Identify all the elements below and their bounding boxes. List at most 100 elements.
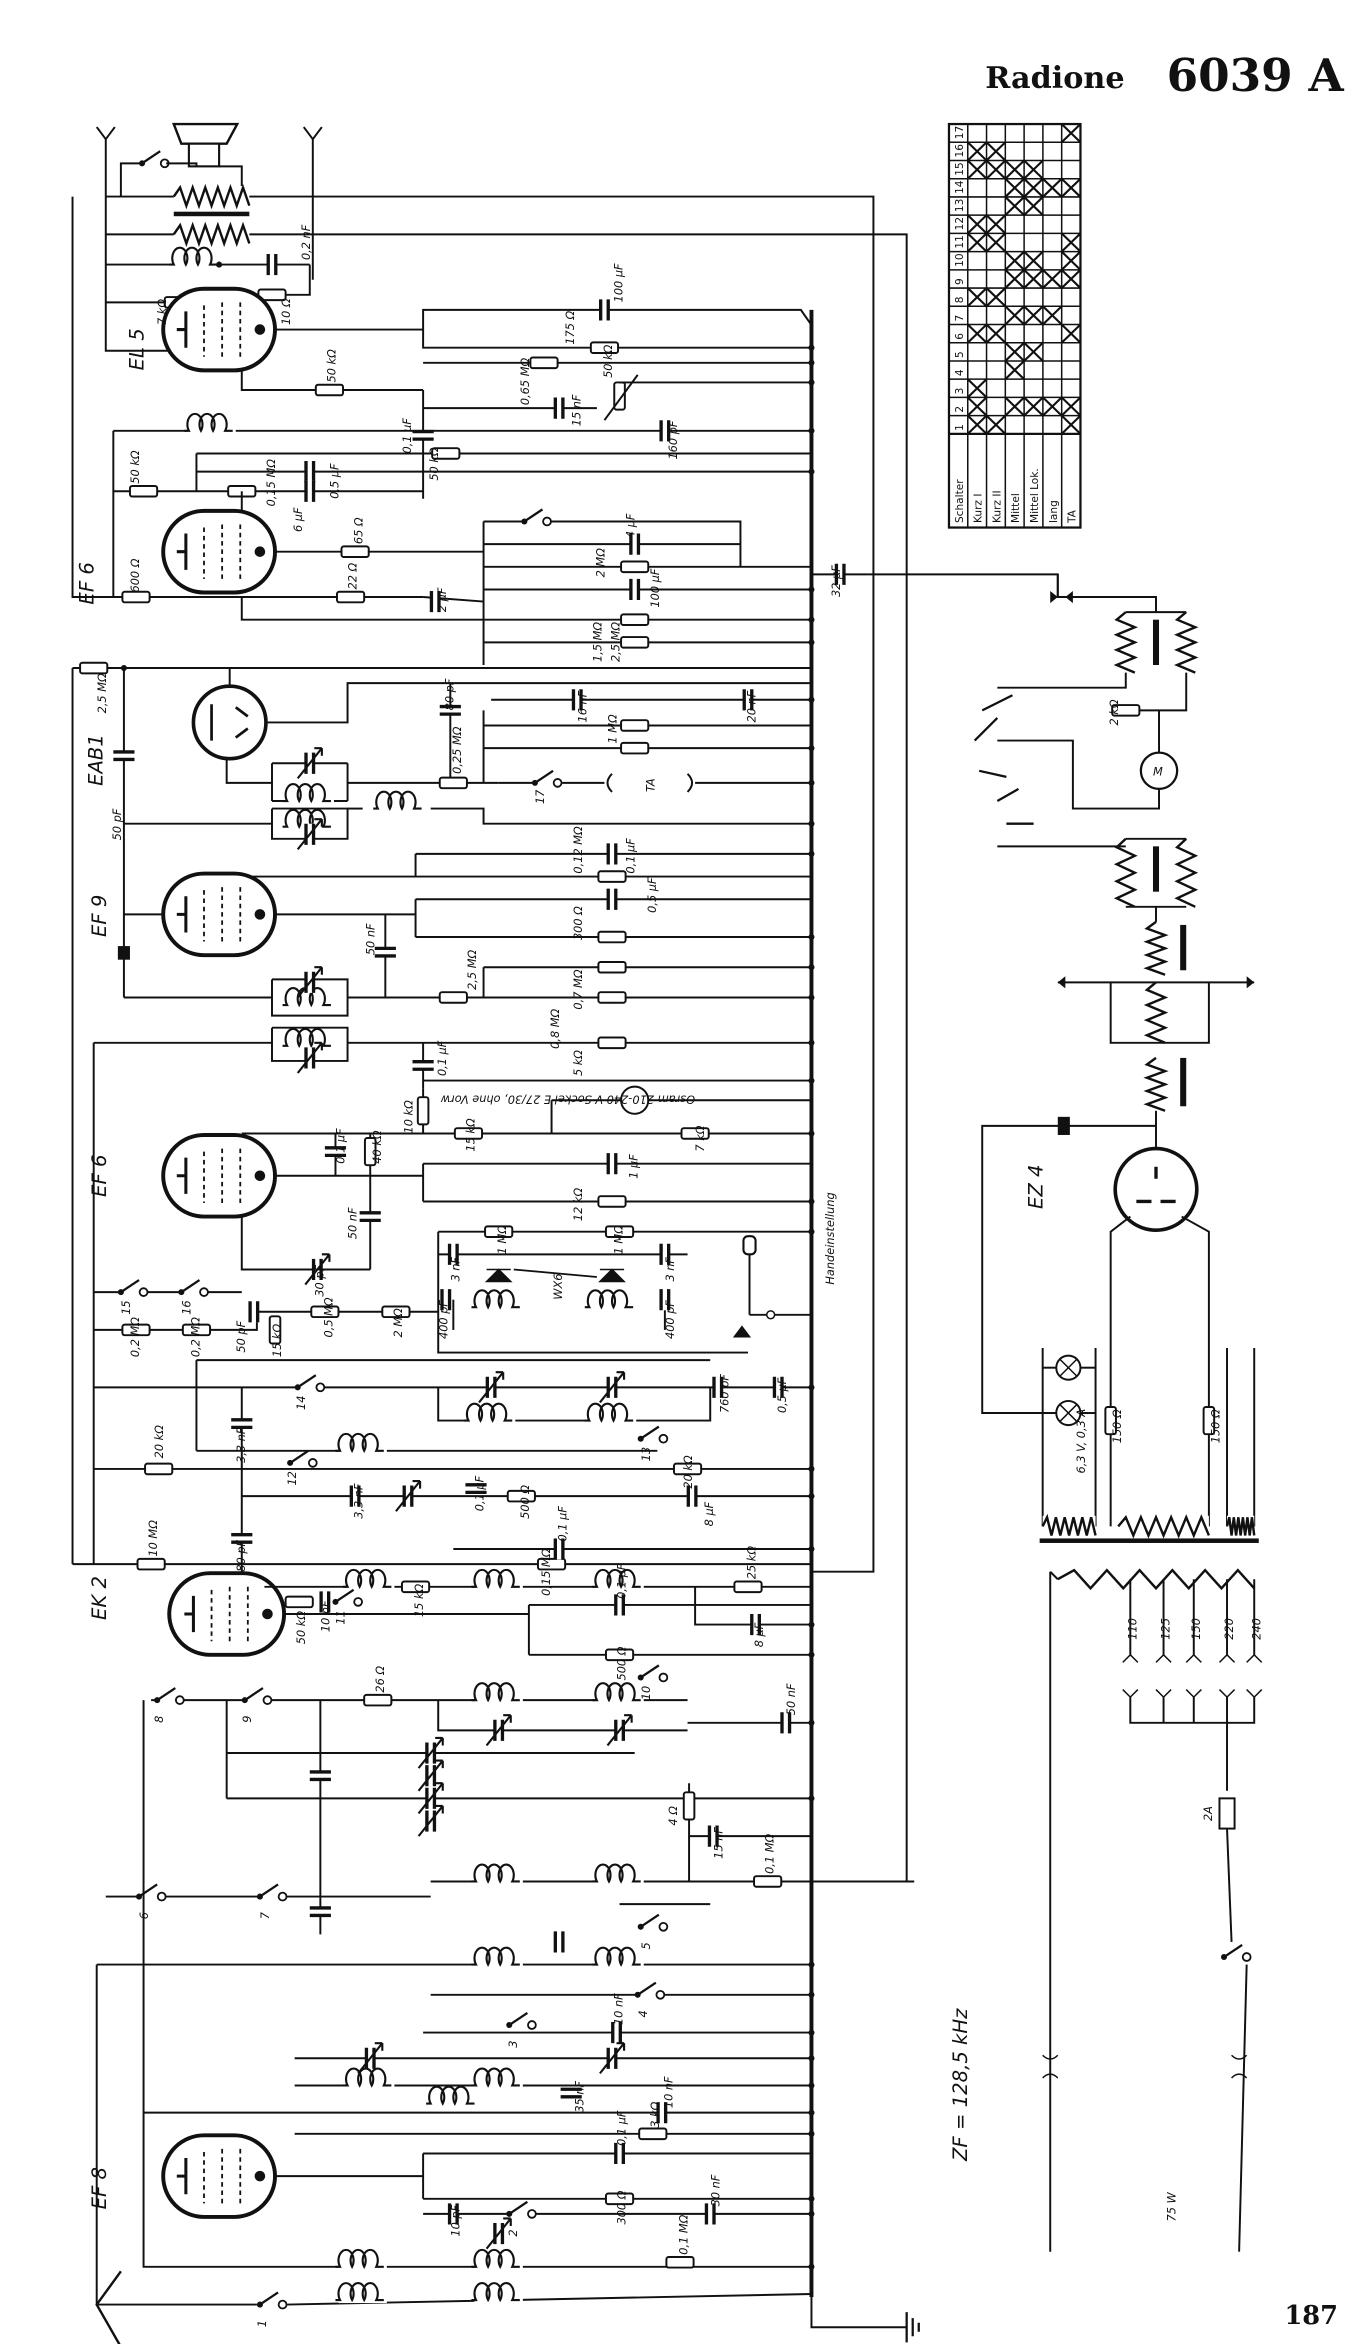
switch-closed-mark — [967, 414, 988, 435]
junction-dot — [808, 468, 815, 475]
component-value: 0,1 μF — [624, 838, 638, 874]
capacitor — [686, 1485, 698, 1507]
wire — [309, 233, 908, 1882]
zigzag-gap — [173, 186, 250, 208]
wire — [422, 329, 812, 349]
tube-anode — [254, 1170, 266, 1182]
switch-lever — [640, 1664, 660, 1679]
resistor — [363, 1693, 393, 1707]
capacitor-gap — [607, 843, 617, 865]
component-value: 12 kΩ — [571, 1188, 585, 1222]
winding — [1057, 1568, 1256, 1591]
capacitor — [659, 1243, 671, 1265]
capacitor — [780, 1712, 792, 1734]
coil — [471, 1863, 520, 1884]
switch-contact — [138, 1287, 149, 1297]
component-value: 0,5 μF — [775, 1377, 789, 1413]
capacitor-gap — [113, 751, 135, 761]
component-value: 8 μF — [752, 1622, 766, 1647]
table-header-range: TA — [1067, 509, 1079, 524]
switch-closed-mark — [985, 287, 1007, 308]
switch-closed-mark — [1023, 305, 1044, 326]
winding — [1174, 611, 1199, 674]
resistor — [144, 1462, 174, 1476]
table-switch-number: 9 — [954, 278, 966, 285]
component-value: 50 nF — [784, 1683, 798, 1715]
resistor — [597, 930, 627, 944]
junction-dot — [808, 1198, 815, 1205]
component-value: 0,1 μF — [334, 1128, 348, 1164]
coil — [584, 1289, 634, 1310]
component-value: 1 MΩ — [495, 1225, 509, 1255]
switch-gap — [637, 1990, 662, 2000]
resistor — [536, 1557, 567, 1571]
capacitor — [712, 1376, 724, 1398]
junction-dot — [808, 1130, 815, 1137]
resistor — [672, 1462, 703, 1476]
switch-closed-mark — [985, 159, 1007, 180]
capacitor-gap — [560, 2088, 582, 2098]
switch-closed-mark — [1023, 177, 1044, 198]
manual-tuning-label: Handeinstellung — [823, 1192, 837, 1284]
resistor — [589, 341, 620, 354]
component-value: 8 — [152, 1716, 166, 1723]
switch-gap — [120, 1287, 146, 1297]
switch-gap — [244, 1695, 269, 1705]
tube-grid — [203, 2148, 242, 2204]
component-value: 15 kΩ — [463, 1118, 477, 1152]
variable-capacitor — [296, 818, 323, 851]
capacitor — [374, 946, 396, 958]
switch-closed-mark — [1060, 396, 1082, 417]
switch-closed-mark — [985, 323, 1007, 344]
switch-lever — [297, 1374, 317, 1389]
junction-dot — [808, 1228, 815, 1235]
connector-icon — [1050, 590, 1073, 604]
junction-dot — [808, 994, 815, 1001]
switch-gap — [157, 1695, 182, 1705]
capacitor-gap — [309, 1907, 331, 1917]
capacitor — [571, 689, 583, 711]
coil — [335, 1432, 384, 1454]
coil — [335, 2282, 384, 2303]
diode-tube — [191, 684, 268, 761]
component-value: 50 kΩ — [294, 1611, 308, 1645]
wire — [997, 672, 1127, 689]
wire — [437, 1387, 712, 1422]
switch-closed-mark — [1023, 250, 1044, 271]
winding — [1174, 837, 1199, 908]
component-value: 760 pF — [717, 1374, 731, 1413]
capacitor — [614, 2142, 625, 2165]
wire — [1129, 1697, 1256, 1724]
table-switch-number: 12 — [954, 217, 966, 230]
antenna-icon — [95, 2270, 122, 2344]
component-value: 13 — [639, 1447, 653, 1461]
switch-lever — [120, 1279, 140, 1294]
switch-contact — [658, 1433, 669, 1444]
component-value: WX6 — [551, 1274, 565, 1300]
switch-lever — [640, 1425, 660, 1440]
component-value: 4 — [636, 2010, 650, 2017]
capacitor — [614, 1594, 625, 1616]
resistor — [438, 991, 468, 1004]
wire — [1125, 672, 1188, 712]
capacitor-gap — [660, 420, 670, 442]
junction-dot — [808, 1384, 815, 1391]
switch-gap — [335, 1597, 360, 1607]
capacitor-gap — [231, 1533, 253, 1543]
capacitor — [560, 2087, 582, 2099]
component-value: 25 kΩ — [745, 1546, 759, 1580]
switch-gap — [139, 1892, 164, 1902]
table-switch-number: 15 — [954, 162, 966, 175]
junction-dot — [808, 820, 815, 827]
resistor — [506, 1489, 536, 1503]
component-value: 0,1 μF — [435, 1040, 449, 1076]
component-value: 20 nF — [745, 690, 759, 722]
component-value: 150 Ω — [1208, 1409, 1222, 1443]
capacitor-gap — [412, 430, 434, 440]
component-value: 50 pF — [234, 1320, 248, 1352]
component-value: 16 nF — [575, 690, 589, 722]
table-switch-number: 3 — [954, 388, 966, 395]
rectifier-tube — [1113, 1146, 1199, 1232]
coil — [282, 808, 331, 829]
coil — [592, 1568, 641, 1590]
